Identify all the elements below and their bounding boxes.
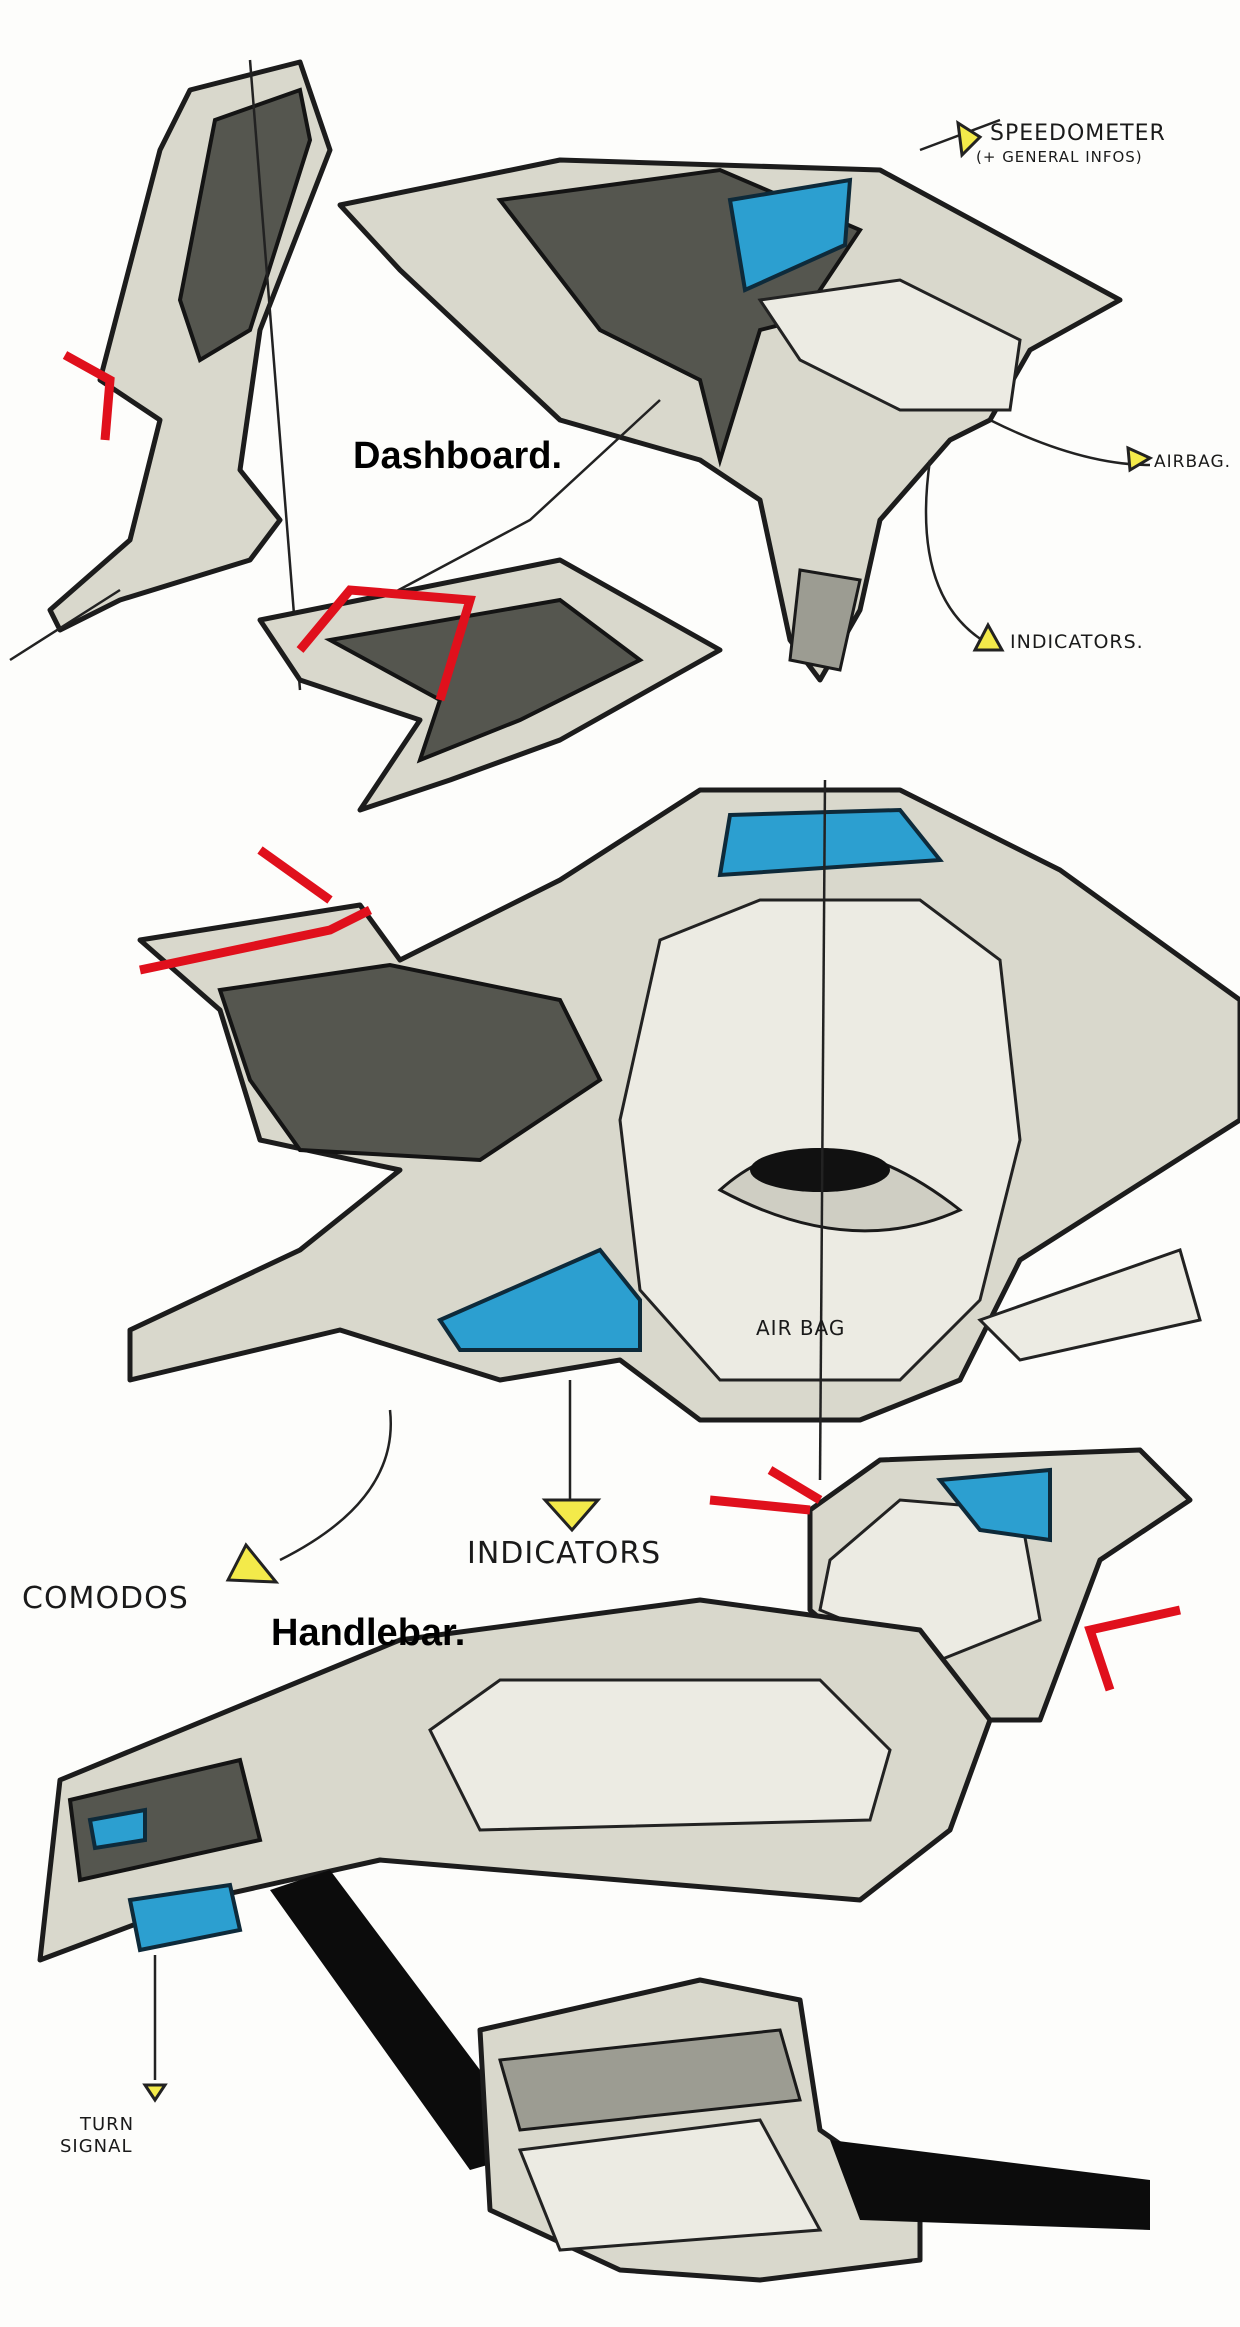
speedometer-sublabel: (+ GENERAL INFOS): [976, 148, 1143, 166]
indicators-top-label: INDICATORS.: [1010, 631, 1144, 653]
turn-signal-sublabel: SIGNAL: [60, 2136, 133, 2157]
turn-signal-label: TURN: [79, 2114, 134, 2135]
comodos-callout-icon: [225, 1542, 280, 1584]
speedometer-label: SPEEDOMETER: [990, 121, 1166, 146]
handlebar-sketch: [37, 1597, 993, 2170]
handlebar-fragment-sketch: [257, 557, 723, 813]
front-view-sketch: AIR BAG: [127, 779, 1240, 1562]
airbag-callout-icon: [1126, 445, 1154, 473]
dashboard-perspective-sketch: [337, 118, 1151, 683]
indicators-callout-icon: [972, 621, 1005, 652]
dashboard-title: Dashboard.: [353, 435, 562, 477]
indicators-bottom-callout-icon: [541, 1498, 602, 1533]
dashboard-side-sketch: [9, 59, 333, 691]
airbag-label: AIRBAG.: [1154, 452, 1231, 472]
turn-signal-callout-icon: [142, 2083, 168, 2103]
speedometer-callout-icon: [956, 120, 983, 159]
indicators-bottom-label: INDICATORS: [467, 1536, 661, 1571]
comodos-label: COMODOS: [22, 1581, 189, 1616]
airbag-emboss-label: AIR BAG: [756, 1316, 845, 1340]
clamp-sketch: [477, 1977, 1150, 2283]
handlebar-title: Handlebar.: [271, 1612, 465, 1654]
